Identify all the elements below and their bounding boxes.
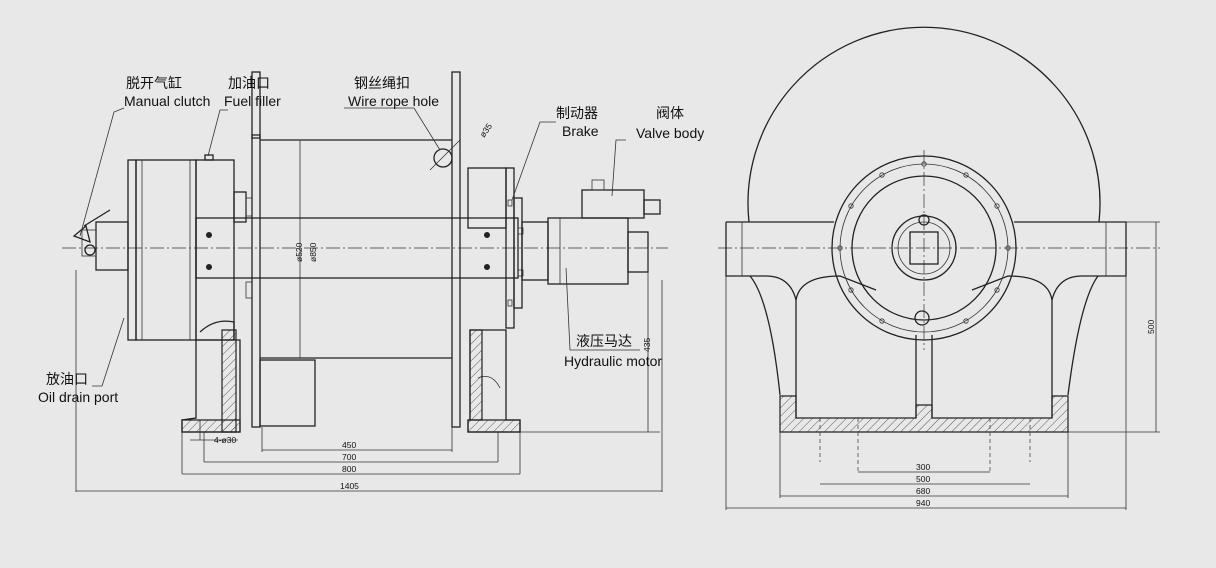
drum-shaft <box>195 217 519 279</box>
wire-rope-hole-label-cn: 钢丝绳扣 <box>354 75 410 91</box>
dim-700: 700 <box>342 452 356 462</box>
dim-phi35: ø35 <box>477 121 494 139</box>
drum-outline <box>747 26 1101 223</box>
dim-680: 680 <box>916 486 930 496</box>
dim-940: 940 <box>916 498 930 508</box>
flange-bolts <box>837 161 1011 324</box>
dim-450: 450 <box>342 440 356 450</box>
fuel-filler-plug <box>204 154 214 161</box>
wire-rope-hole-label: Wire rope hole <box>348 93 439 109</box>
dim-435: 435 <box>642 338 652 352</box>
hydraulic-motor-label: Hydraulic motor <box>564 353 662 369</box>
gearbox-housing <box>135 159 197 341</box>
leader-lines <box>79 107 640 387</box>
dim-1405: 1405 <box>340 481 359 491</box>
drum-right-flange <box>451 71 461 428</box>
valve-body-label-cn: 阀体 <box>656 105 684 121</box>
valve-body <box>581 189 645 219</box>
dim-500-height: 500 <box>1146 320 1156 334</box>
oil-drain-label: Oil drain port <box>38 389 118 405</box>
side-view <box>718 26 1160 510</box>
fuel-filler-label: Fuel filler <box>224 93 281 109</box>
oil-drain-label-cn: 放油口 <box>46 371 88 387</box>
hydraulic-motor-label-cn: 液压马达 <box>576 333 632 349</box>
clutch-cylinder <box>95 221 129 271</box>
dim-holes: 4-ø30 <box>214 435 236 445</box>
brake-label-cn: 制动器 <box>556 105 598 121</box>
brake-label: Brake <box>562 123 599 139</box>
front-view <box>62 71 668 492</box>
dim-phi520: ø520 <box>294 242 304 262</box>
dim-300: 300 <box>916 462 930 472</box>
dim-500-width: 500 <box>916 474 930 484</box>
manual-clutch-label: Manual clutch <box>124 93 210 109</box>
hub <box>891 215 957 281</box>
drum-flange-circle <box>831 155 1017 341</box>
valve-body-label: Valve body <box>636 125 704 141</box>
drum-left-flange <box>251 134 261 428</box>
wire-rope-hole <box>433 148 453 168</box>
fuel-filler-label-cn: 加油口 <box>228 75 270 91</box>
dim-phi850: ø850 <box>308 242 318 262</box>
dim-800: 800 <box>342 464 356 474</box>
left-flange <box>127 159 137 341</box>
manual-clutch-label-cn: 脱开气缸 <box>126 75 182 91</box>
